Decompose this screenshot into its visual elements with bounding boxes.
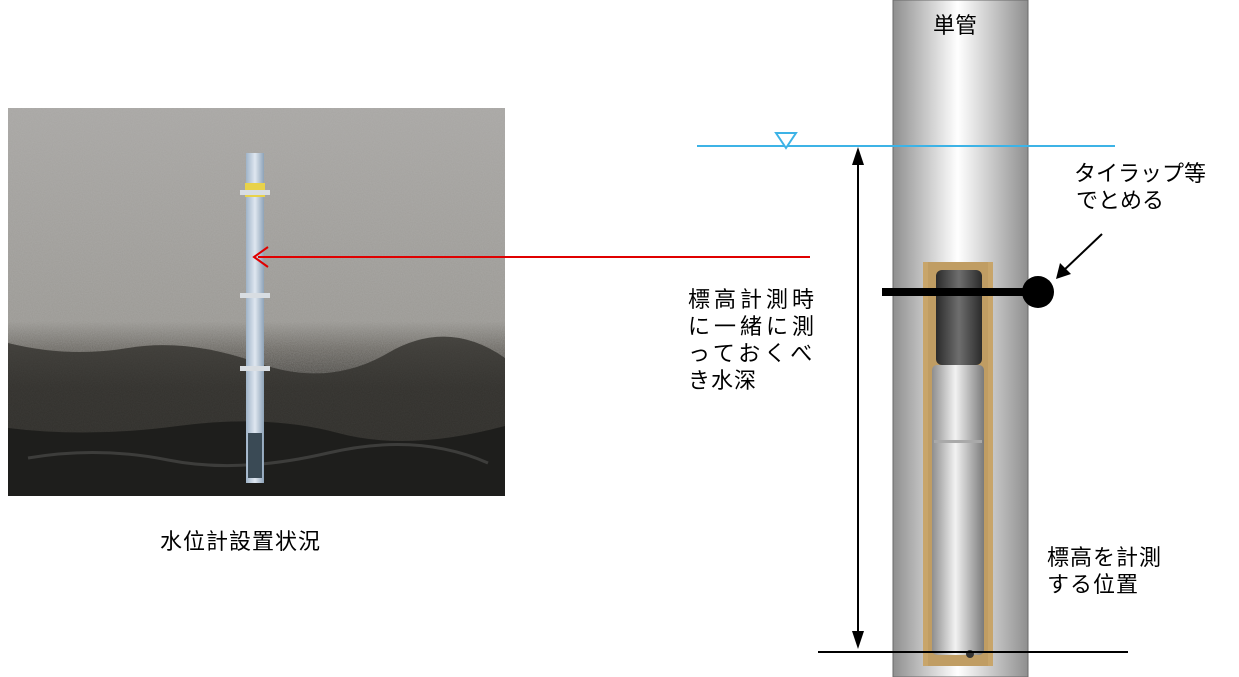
single-pipe: [892, 0, 1029, 677]
depth-dimension-arrow: [852, 147, 864, 649]
installation-photo: [8, 108, 505, 496]
photo-caption: 水位計設置状況: [160, 530, 322, 555]
elevation-label-line: 標高を計測: [1047, 546, 1163, 571]
water-level-symbol: [774, 132, 798, 150]
depth-label-line: に一緒に測: [688, 315, 819, 340]
tie-label-line: タイラップ等: [1074, 162, 1207, 187]
depth-label-line: っておくべ: [688, 342, 817, 367]
water-level-sensor: [923, 262, 993, 666]
tie-label-line: でとめる: [1076, 189, 1165, 214]
pipe-label: 単管: [933, 14, 978, 39]
depth-label: 標高計測時 に一緒に測 っておくべ き水深: [688, 287, 858, 395]
tie-point: [1022, 276, 1054, 308]
elevation-label-line: する位置: [1047, 573, 1140, 598]
tie-pointer-arrow: [1056, 233, 1103, 279]
photo-illustration: [8, 108, 505, 496]
elevation-label: 標高を計測 する位置: [1047, 545, 1162, 599]
depth-label-line: き水深: [688, 369, 758, 394]
tie-label: タイラップ等 でとめる: [1074, 161, 1206, 215]
depth-label-line: 標高計測時: [688, 288, 819, 313]
